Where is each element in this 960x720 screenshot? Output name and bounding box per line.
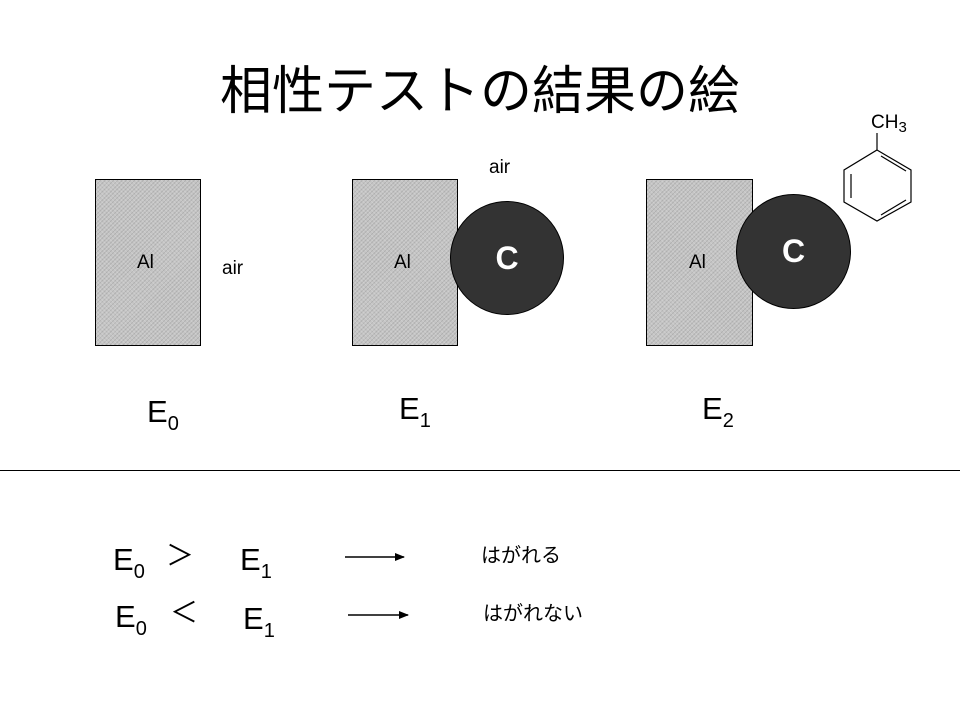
relation-1-result: はがれる bbox=[481, 543, 561, 567]
aluminum-block-1 bbox=[95, 179, 201, 346]
carbon-circle-3: C bbox=[736, 194, 851, 309]
relation-2-operator: ＜ bbox=[170, 596, 199, 629]
relation-2-right: E1 bbox=[243, 601, 275, 641]
carbon-label-2: C bbox=[495, 239, 519, 276]
aluminum-block-3 bbox=[646, 179, 753, 346]
energy-label-e2: E2 bbox=[702, 391, 734, 431]
relation-1-left: E0 bbox=[113, 542, 145, 582]
relation-2-right-sub: 1 bbox=[263, 620, 275, 642]
relation-2-left: E0 bbox=[115, 599, 147, 639]
energy-subscript: 2 bbox=[722, 410, 734, 432]
energy-label-e1: E1 bbox=[399, 391, 431, 431]
page-title: 相性テストの結果の絵 bbox=[219, 62, 740, 122]
energy-base: E bbox=[702, 391, 723, 426]
relation-1-right: E1 bbox=[240, 542, 272, 582]
air-label-2: air bbox=[489, 157, 511, 178]
divider-line bbox=[0, 470, 960, 471]
relation-2-left-sub: 0 bbox=[135, 618, 147, 640]
methyl-subscript: 3 bbox=[898, 119, 907, 136]
relation-1-left-sub: 0 bbox=[133, 561, 145, 583]
relation-1-right-base: E bbox=[240, 542, 261, 577]
aluminum-label-3: Al bbox=[689, 252, 706, 273]
energy-base: E bbox=[399, 391, 420, 426]
carbon-label-3: C bbox=[781, 233, 806, 269]
relation-1-left-base: E bbox=[113, 542, 134, 577]
carbon-circle-2: C bbox=[450, 201, 564, 315]
energy-subscript: 1 bbox=[419, 410, 431, 432]
energy-base: E bbox=[147, 394, 168, 429]
energy-subscript: 0 bbox=[167, 413, 179, 435]
methyl-label: CH3 bbox=[871, 112, 907, 136]
aluminum-label-1: Al bbox=[137, 252, 154, 273]
air-label-1: air bbox=[222, 258, 244, 279]
benzene-ring bbox=[843, 133, 912, 222]
relation-2-result: はがれない bbox=[483, 601, 583, 625]
relation-1-operator: ＞ bbox=[166, 539, 195, 572]
relation-2-right-base: E bbox=[243, 601, 264, 636]
aluminum-label-2: Al bbox=[394, 252, 411, 273]
energy-label-e0: E0 bbox=[147, 394, 179, 434]
methyl-base: CH bbox=[871, 112, 899, 133]
relation-1-right-sub: 1 bbox=[260, 561, 272, 583]
relation-2-left-base: E bbox=[115, 599, 136, 634]
